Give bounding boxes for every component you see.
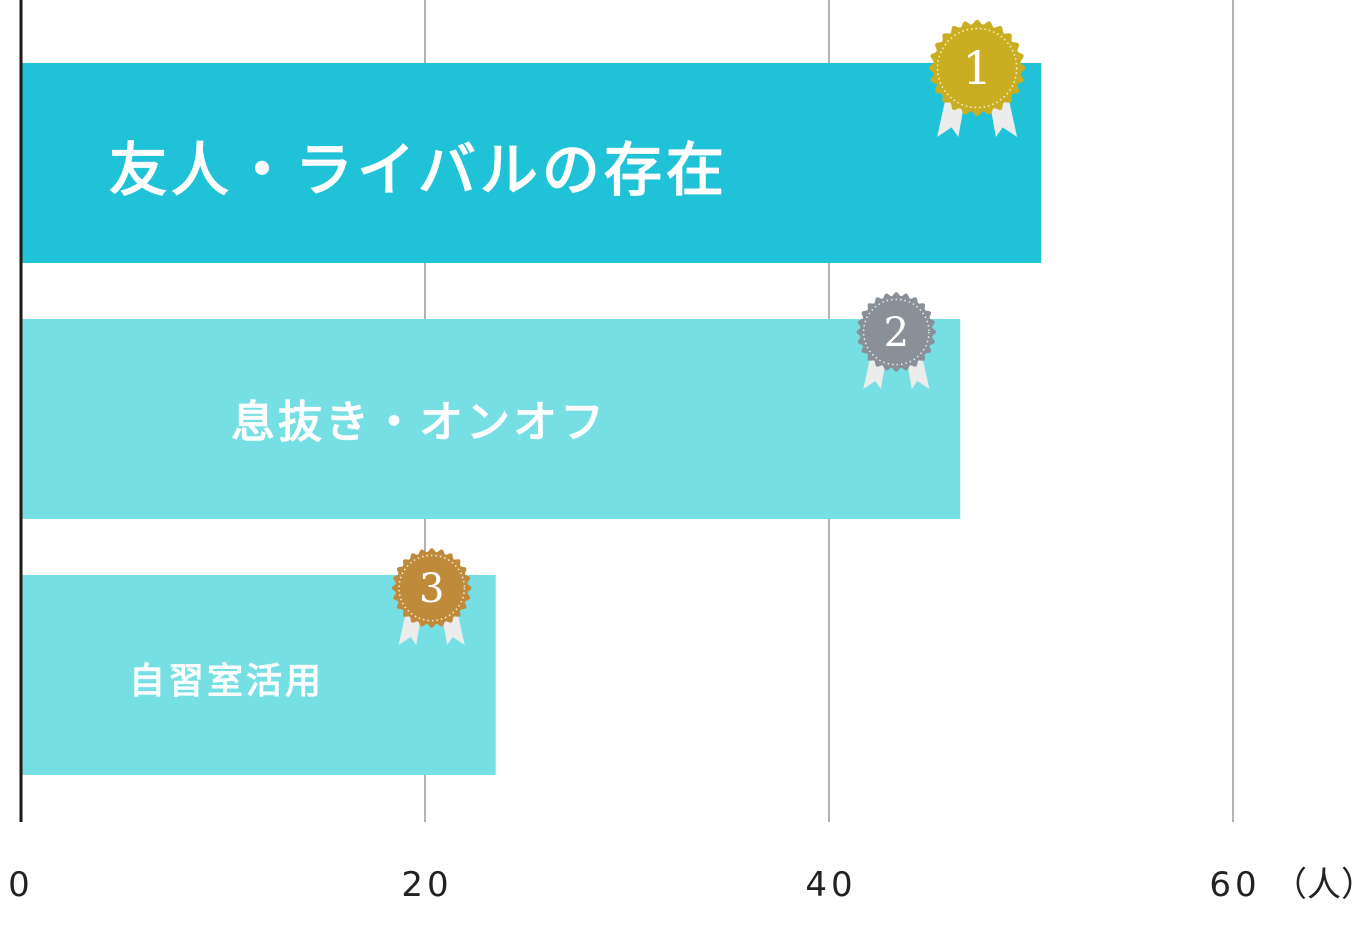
medal-rank-2-icon: 2 [856, 292, 937, 389]
medal-dots [862, 298, 930, 366]
bar-label: 自習室活用 [129, 661, 324, 702]
medal-disc [391, 548, 472, 628]
medal-rank-number: 1 [962, 41, 991, 95]
medal-rank-number: 3 [419, 566, 444, 612]
medal-rank-1-icon: 1 [928, 19, 1026, 137]
x-tick-label: 40 [805, 865, 856, 905]
medal-dots [936, 27, 1018, 109]
x-tick-label: 0 [8, 865, 34, 905]
tick-labels: 0 20 40 60 （人） [8, 865, 1365, 905]
medal-rank-number: 2 [884, 310, 909, 356]
medal-disc [928, 19, 1026, 117]
x-tick-label: 60 [1209, 865, 1260, 905]
medal-rank-3-icon: 3 [391, 548, 472, 645]
bar-label: 息抜き・オンオフ [231, 397, 607, 448]
rank-medals: 1 2 3 [391, 19, 1026, 645]
medal-disc [856, 292, 937, 372]
x-unit-label: （人） [1273, 865, 1365, 905]
x-tick-label: 20 [401, 865, 452, 905]
bar-label: 友人・ライバルの存在 [109, 136, 728, 204]
medal-dots [398, 554, 466, 622]
bar [21, 63, 1042, 263]
bar [21, 319, 961, 519]
